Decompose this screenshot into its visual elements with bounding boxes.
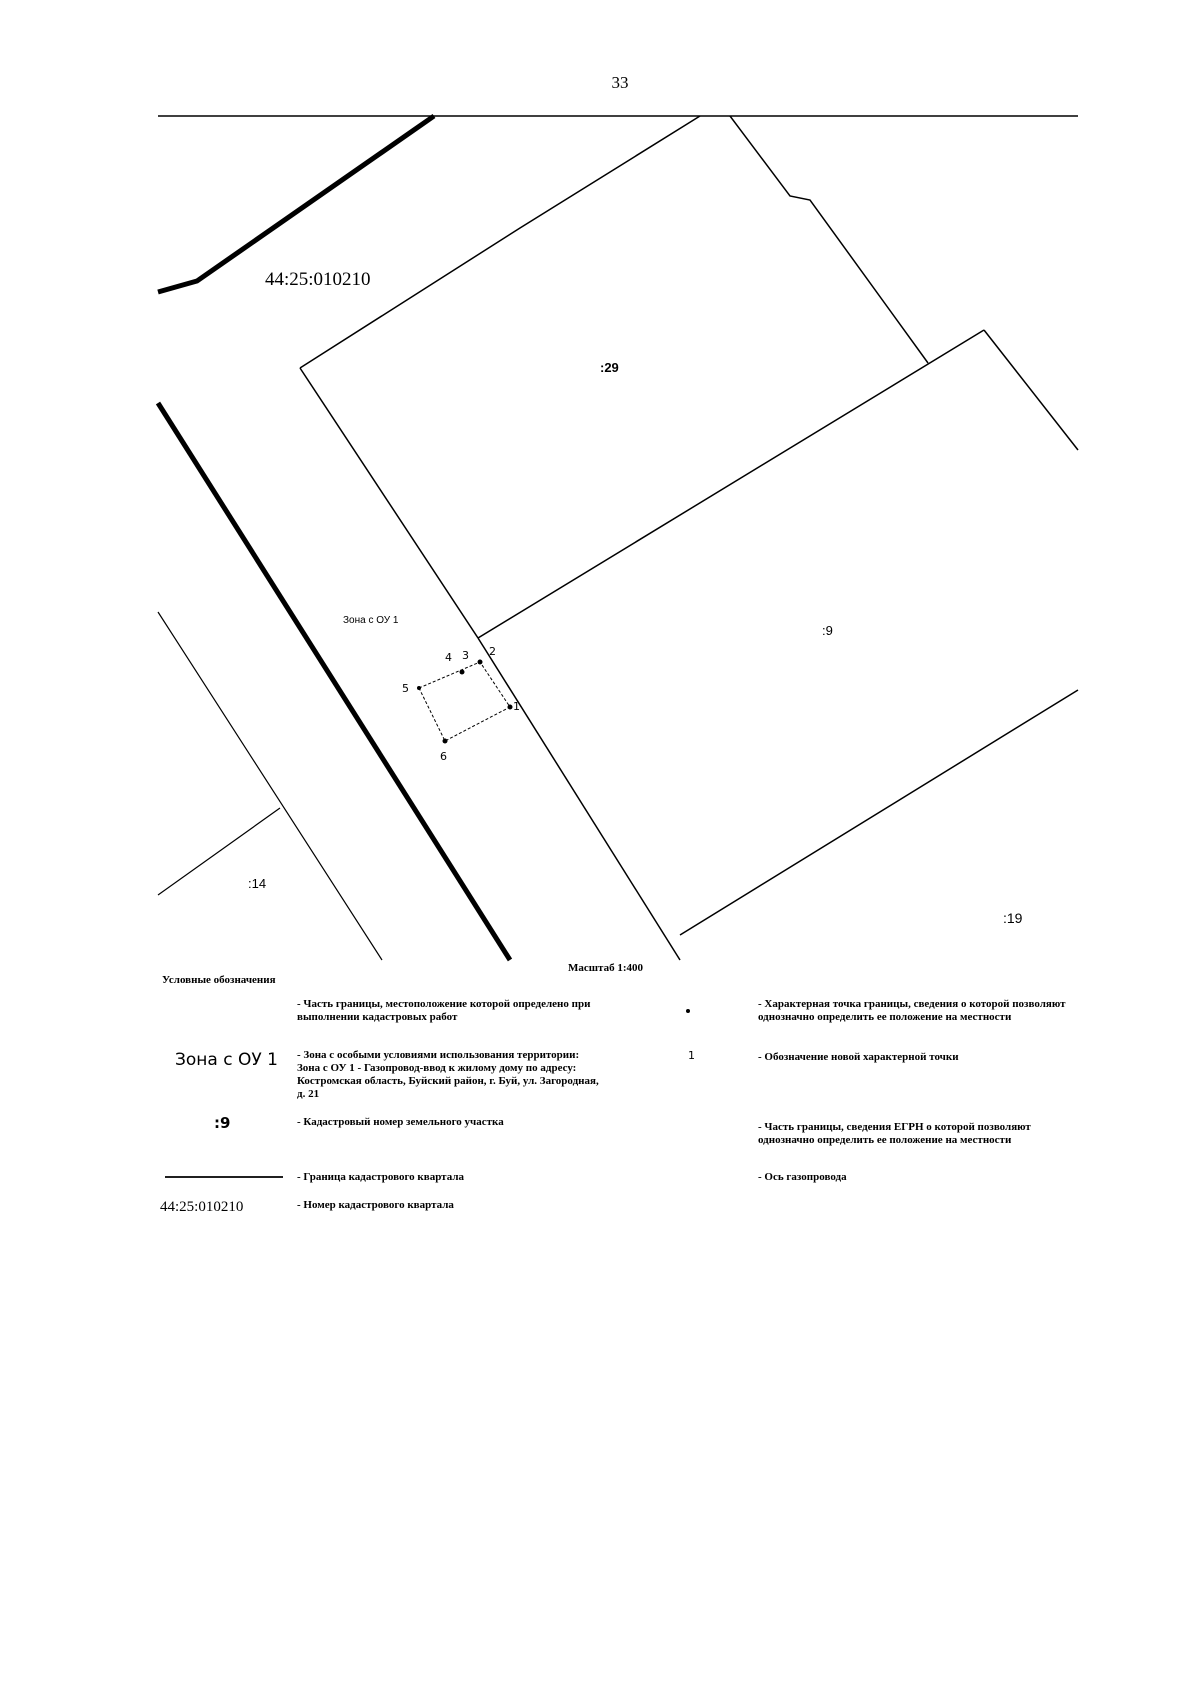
parcel-29-west-boundary (299, 367, 479, 639)
parcel-9-north-boundary (477, 329, 985, 639)
legend-item-text: - Граница кадастрового квартала (297, 1171, 464, 1183)
point-2 (477, 659, 483, 665)
point-5 (417, 686, 421, 690)
legend-quarter-symbol: 44:25:010210 (160, 1199, 244, 1215)
parcel-29-east-boundary (729, 115, 929, 364)
parcel-14-south-boundary (157, 807, 281, 896)
point-label-5: 5 (402, 682, 409, 695)
legend-item-text: - Обозначение новой характерной точки (758, 1051, 959, 1063)
point-label-1: 1 (513, 700, 520, 713)
zone-label: Зона с ОУ 1 (343, 615, 399, 626)
quarter-number-label: 44:25:010210 (265, 269, 371, 290)
legend-new-point-symbol: 1 (688, 1049, 695, 1062)
scale-label: Масштаб 1:400 (568, 962, 644, 974)
zone-ou1-polygon (418, 661, 511, 742)
parcel-9-south-boundary (679, 689, 1079, 936)
quarter-boundary-upper (157, 113, 436, 295)
point-1 (507, 704, 513, 710)
point-label-2: 2 (489, 645, 496, 658)
quarter-boundary-road (155, 401, 513, 962)
point-6 (442, 738, 448, 744)
parcel-label-9: :9 (822, 623, 833, 638)
legend-title: Условные обозначения (162, 974, 276, 986)
legend-item-text: - Зона с особыми условиями использования… (297, 1049, 599, 1100)
legend-item-text: - Часть границы, местоположение которой … (297, 998, 591, 1023)
parcel-9-east-boundary (983, 329, 1079, 451)
parcel-14-boundary (157, 611, 383, 961)
point-3 (459, 669, 465, 675)
legend-item-text: - Ось газопровода (758, 1171, 847, 1183)
point-label-4: 4 (445, 651, 452, 664)
parcel-29-boundary (299, 115, 701, 369)
legend-item-text: - Номер кадастрового квартала (297, 1199, 454, 1211)
legend-item-text: - Часть границы, сведения ЕГРН о которой… (758, 1121, 1031, 1146)
legend-point-symbol (686, 1009, 690, 1013)
page-number: 33 (611, 73, 629, 92)
legend-zone-symbol: Зона с ОУ 1 (175, 1050, 278, 1070)
parcel-label-14: :14 (248, 876, 266, 891)
legend-item-text: - Кадастровый номер земельного участка (297, 1116, 504, 1128)
parcel-label-19: :19 (1003, 910, 1023, 926)
legend-item-text: - Характерная точка границы, сведения о … (758, 998, 1066, 1023)
point-label-3: 3 (462, 649, 469, 662)
point-label-6: 6 (440, 750, 447, 763)
parcel-9-west-boundary (477, 637, 681, 961)
legend-parcel-symbol: :9 (214, 1114, 231, 1132)
parcel-label-29: :29 (600, 360, 619, 375)
